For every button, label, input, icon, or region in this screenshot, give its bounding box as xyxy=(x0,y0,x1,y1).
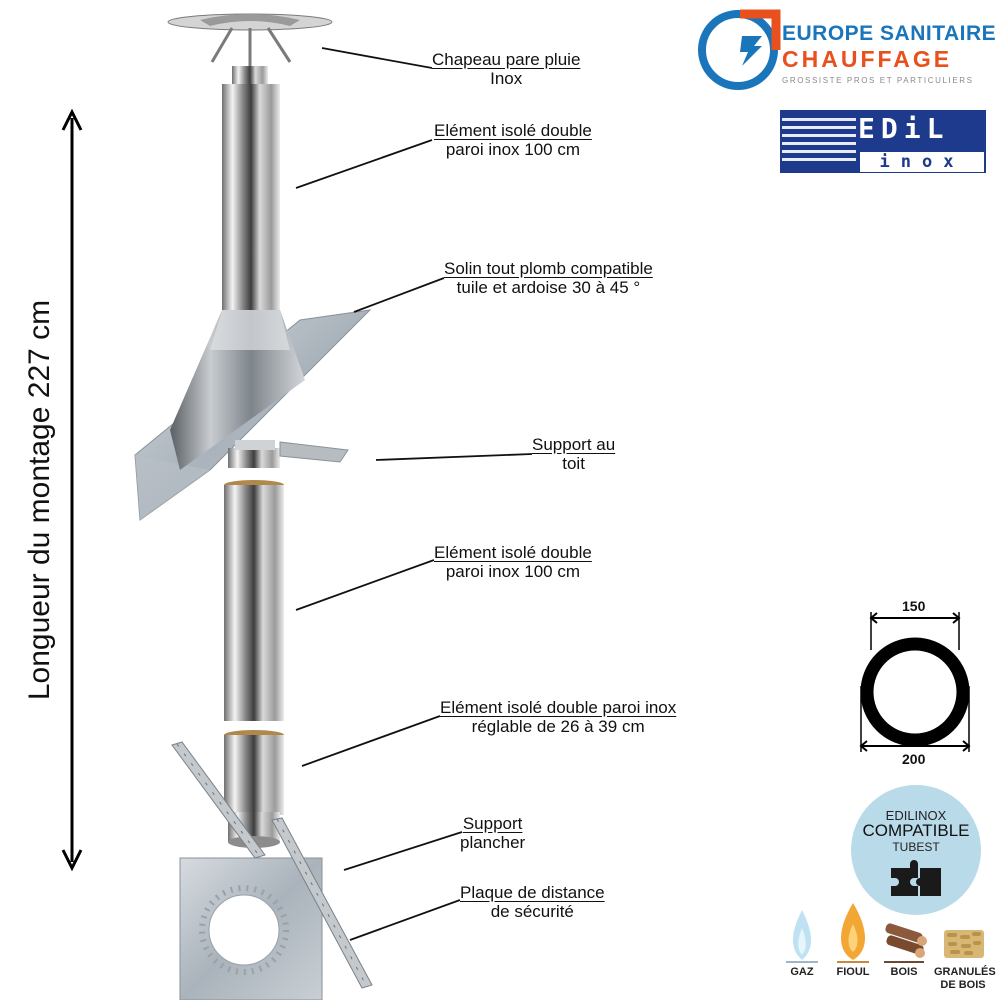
callout-line1: Solin tout plomb compatible xyxy=(444,259,653,278)
callout-safety-plate: Plaque de distance de sécurité xyxy=(460,883,605,921)
diameter-drawing xyxy=(859,612,971,752)
callout-line2: paroi inox 100 cm xyxy=(445,140,580,159)
callout-line1: Elément isolé double paroi inox xyxy=(440,698,677,717)
callout-line1: Elément isolé double xyxy=(434,543,592,562)
middle-pipe xyxy=(224,480,284,721)
edil-stripes-overlay xyxy=(782,118,856,161)
compat-line2: COMPATIBLE xyxy=(862,821,970,840)
callout-floor-support: Support plancher xyxy=(460,814,525,852)
wood-logs-icon xyxy=(884,923,927,963)
callout-line1: Plaque de distance xyxy=(460,883,605,902)
fuel-label-gas: GAZ xyxy=(790,966,814,978)
upper-pipe xyxy=(222,112,280,322)
callout-line1: Elément isolé double xyxy=(434,121,592,140)
fuel-label-oil: FIOUL xyxy=(836,966,870,978)
compat-line1: EDILINOX xyxy=(885,808,947,823)
inox-word: inox xyxy=(860,152,984,172)
gas-flame-icon xyxy=(786,910,818,963)
roof-flashing xyxy=(134,309,372,521)
callout-line2: plancher xyxy=(460,833,526,852)
pellets-icon xyxy=(944,930,984,958)
callout-adjustable-pipe: Elément isolé double paroi inox réglable… xyxy=(440,698,676,736)
adjustable-pipe xyxy=(224,730,284,848)
inner-diameter-label: 150 xyxy=(902,598,926,614)
brand-emblem-icon xyxy=(698,9,781,90)
callout-upper-pipe: Elément isolé double paroi inox 100 cm xyxy=(434,121,592,159)
callout-line2: toit xyxy=(562,454,585,473)
callout-line2: paroi inox 100 cm xyxy=(445,562,580,581)
rain-cap xyxy=(167,13,333,114)
callout-line2: de sécurité xyxy=(490,902,574,921)
brand-tagline: GROSSISTE PROS ET PARTICULIERS xyxy=(782,76,974,85)
callout-line1: Chapeau pare pluie xyxy=(432,50,581,69)
floor-support xyxy=(171,741,373,989)
roof-support xyxy=(228,440,349,468)
brand-name-line1: EUROPE SANITAIRE xyxy=(782,22,997,45)
oil-drop-icon xyxy=(837,903,869,963)
compat-line3: TUBEST xyxy=(892,840,940,854)
leader-lines xyxy=(295,47,533,941)
length-arrow xyxy=(61,108,83,872)
callout-rain-cap: Chapeau pare pluie Inox xyxy=(432,50,580,88)
edil-word: EDiL xyxy=(858,112,950,145)
outer-diameter-label: 200 xyxy=(902,751,926,767)
callout-line2: tuile et ardoise 30 à 45 ° xyxy=(456,278,641,297)
callout-line1: Support au xyxy=(532,435,616,454)
safety-plate xyxy=(179,857,323,1000)
callout-line1: Support xyxy=(462,814,523,833)
puzzle-icon xyxy=(891,860,941,896)
fuel-label-wood: BOIS xyxy=(890,966,918,978)
callout-roof-support: Support au toit xyxy=(532,435,615,473)
callout-line2: réglable de 26 à 39 cm xyxy=(471,717,645,736)
brand-name-line2: CHAUFFAGE xyxy=(782,46,953,72)
callout-middle-pipe: Elément isolé double paroi inox 100 cm xyxy=(434,543,592,581)
fuel-label-pellets: GRANULÉS DE BOIS xyxy=(934,966,996,991)
assembly-length-label: Longueur du montage 227 cm xyxy=(23,299,56,701)
callout-roof-flashing: Solin tout plomb compatible tuile et ard… xyxy=(444,259,653,297)
callout-line2: Inox xyxy=(490,69,523,88)
